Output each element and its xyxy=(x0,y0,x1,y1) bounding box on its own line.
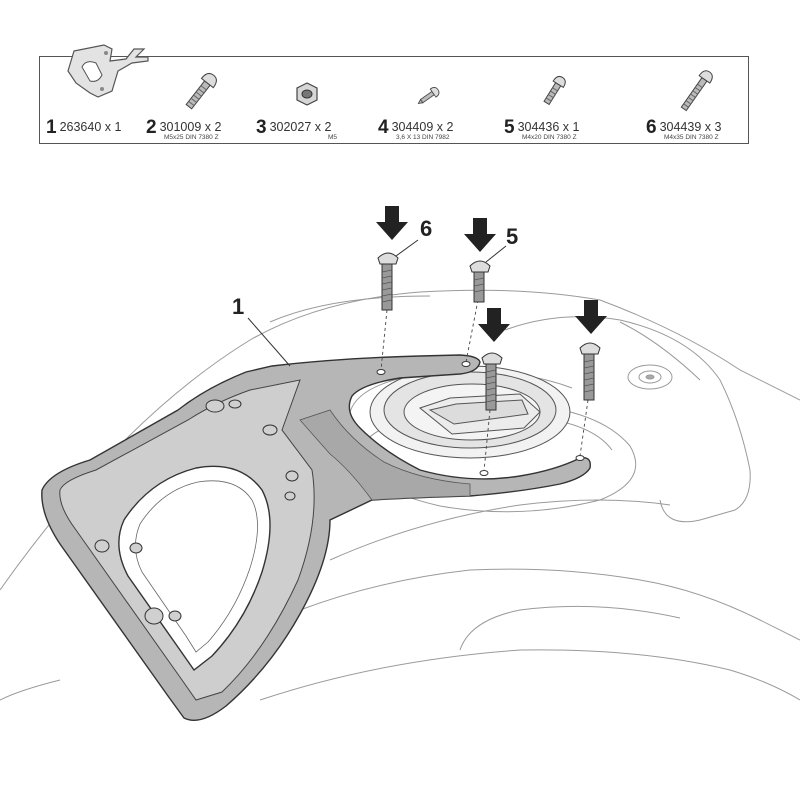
callout-bracket: 1 xyxy=(232,294,245,319)
part-code: 304439 x 3 xyxy=(659,120,722,134)
part-number: 1 xyxy=(46,117,57,138)
callout-screw-long: 6 xyxy=(420,216,433,241)
part-number: 3 xyxy=(256,117,267,138)
part-number: 2 xyxy=(146,117,157,138)
screw-long-2 xyxy=(481,352,503,411)
leader-lines xyxy=(247,239,507,367)
bolt-icon xyxy=(185,72,217,110)
part-number: 6 xyxy=(646,117,657,138)
screw-long-1 xyxy=(377,252,399,311)
part-code: 304436 x 1 xyxy=(517,120,580,134)
arrow-down-icon xyxy=(478,308,510,342)
part-code: 263640 x 1 xyxy=(59,120,122,134)
part-spec: M4x35 DIN 7380 Z xyxy=(664,134,719,141)
nut-icon xyxy=(296,82,318,106)
bolt-icon xyxy=(680,70,713,112)
screw-long-3 xyxy=(579,342,601,401)
bracket-part-1 xyxy=(41,354,591,721)
arrow-down-icon xyxy=(575,300,607,334)
bolt-icon xyxy=(543,75,566,106)
bracket-icon xyxy=(67,44,149,98)
assembly-lines xyxy=(380,299,589,472)
part-code: 302027 x 2 xyxy=(269,120,332,134)
filler-cap xyxy=(369,365,571,459)
screw-short xyxy=(469,260,491,303)
part-spec: M5 xyxy=(328,134,338,141)
part-code: 301009 x 2 xyxy=(159,120,222,134)
part-spec: M5x25 DIN 7380 Z xyxy=(164,134,219,141)
callout-screw-short: 5 xyxy=(506,224,519,249)
part-number: 4 xyxy=(378,117,389,138)
screw-icon xyxy=(417,87,440,104)
part-spec: M4x20 DIN 7380 Z xyxy=(522,134,577,141)
part-number: 5 xyxy=(504,117,515,138)
part-spec: 3,6 X 13 DIN 7982 xyxy=(396,134,450,141)
part-code: 304409 x 2 xyxy=(391,120,454,134)
arrow-down-icon xyxy=(464,218,496,252)
arrow-down-icon xyxy=(376,206,408,240)
